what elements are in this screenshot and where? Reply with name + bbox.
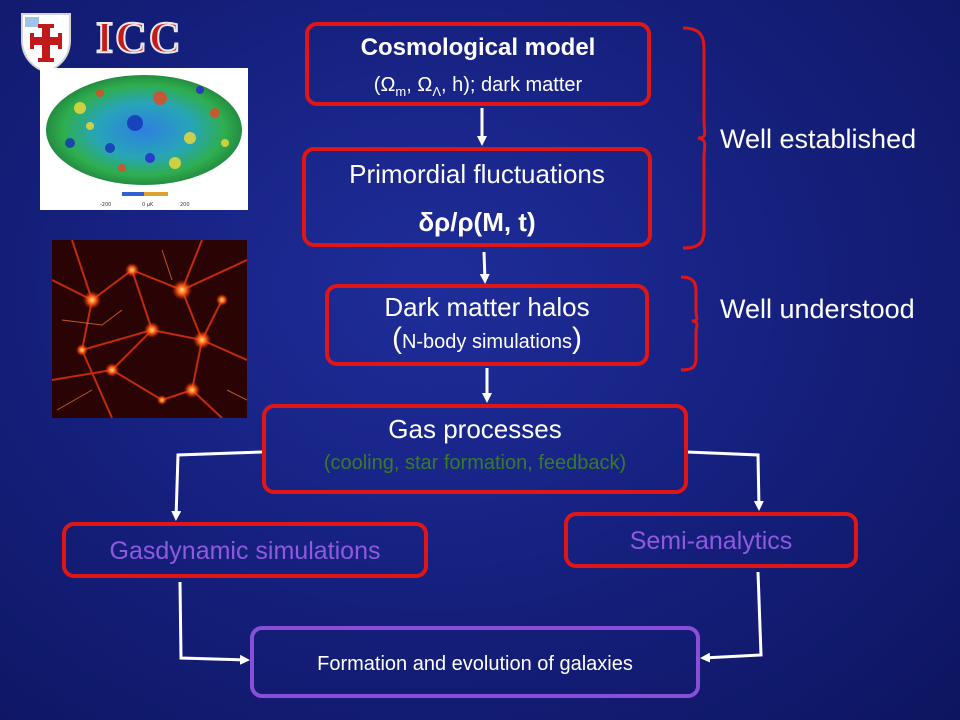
svg-text:0 μK: 0 μK (142, 202, 154, 208)
logo-text: ICC (95, 12, 183, 63)
svg-text:200: 200 (180, 202, 190, 208)
well-established-label: Well established (720, 124, 917, 154)
arrow-gas-to-semianalytics (686, 450, 764, 511)
cosmological-model-title: Cosmological model (360, 34, 596, 61)
gasdynamic-simulations-box: Gasdynamic simulations (62, 522, 428, 578)
gas-processes-box: Gas processes (cooling, star formation, … (262, 404, 688, 494)
brace-well-understood (680, 275, 699, 372)
primordial-fluctuations-box: Primordial fluctuations δρ/ρ(M, t) (302, 147, 652, 247)
brace-well-established (682, 26, 707, 250)
arrow-fluctuations-to-halos (479, 251, 490, 284)
gasdynamic-simulations-title: Gasdynamic simulations (109, 537, 381, 565)
formation-evolution-title: Formation and evolution of galaxies (317, 653, 633, 675)
semi-analytics-box: Semi-analytics (564, 512, 858, 568)
primordial-fluctuations-title: Primordial fluctuations (349, 159, 605, 189)
arrow-gas-to-gasdynamic (171, 450, 263, 521)
cmb-map-image: -200 0 μK 200 (40, 68, 248, 210)
well-understood-label: Well understood (720, 294, 915, 324)
cosmological-parameters: (Ωm, ΩΛ, h); dark matter (373, 74, 583, 99)
arrow-semianalytics-to-formation (700, 571, 763, 663)
formation-evolution-box: Formation and evolution of galaxies (250, 626, 700, 698)
omega-m-symbol: Ω (380, 74, 396, 96)
density-contrast-formula: δρ/ρ(M, t) (418, 207, 536, 237)
svg-text:-200: -200 (100, 202, 111, 208)
gas-processes-subtitle: (cooling, star formation, feedback) (323, 452, 627, 474)
dark-matter-halos-box: Dark matter halos (N-body simulations) (325, 284, 649, 366)
semi-analytics-title: Semi-analytics (629, 527, 793, 555)
omega-lambda-symbol: Ω (417, 74, 433, 96)
gas-processes-title: Gas processes (388, 414, 562, 444)
dark-matter-halos-title: Dark matter halos (384, 292, 590, 322)
arrow-gasdynamic-to-formation (178, 581, 250, 665)
nbody-subtitle: (N-body simulations) (391, 322, 583, 355)
dark-matter-web-image (52, 240, 247, 418)
cosmological-model-box: Cosmological model (Ωm, ΩΛ, h); dark mat… (305, 22, 651, 106)
